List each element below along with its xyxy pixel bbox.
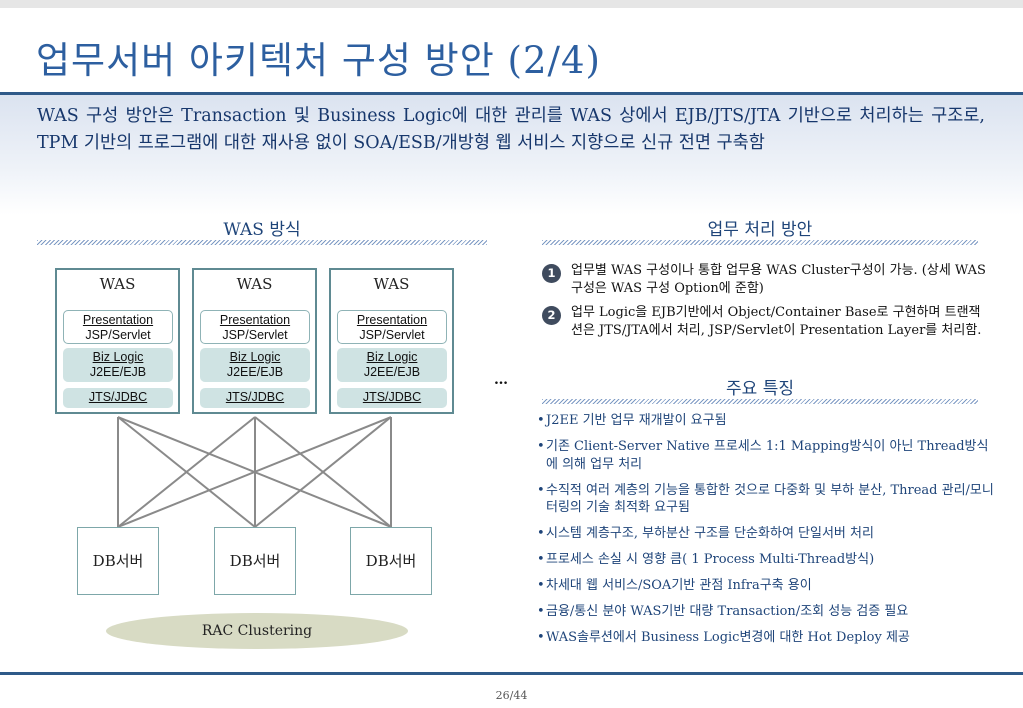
biz-logic-tier: Biz Logic J2EE/EJB bbox=[337, 348, 447, 382]
summary-background bbox=[0, 95, 1023, 215]
step-number-badge: 1 bbox=[542, 264, 561, 283]
presentation-tier: Presentation JSP/Servlet bbox=[63, 310, 173, 344]
was-method-divider bbox=[37, 240, 487, 245]
db-server-3: DB서버 bbox=[350, 527, 432, 595]
rac-clustering-ellipse: RAC Clustering bbox=[106, 613, 408, 649]
features-heading: 주요 특징 bbox=[726, 379, 794, 399]
was-label: WAS bbox=[373, 275, 410, 293]
step-number-badge: 2 bbox=[542, 306, 561, 325]
footer-rule bbox=[0, 672, 1023, 675]
list-item: 시스템 계층구조, 부하분산 구조를 단순화하여 단일서버 처리 bbox=[537, 525, 997, 543]
processing-heading: 업무 처리 방안 bbox=[707, 220, 813, 240]
jts-jdbc-tier: JTS/JDBC bbox=[63, 388, 173, 408]
presentation-tier: Presentation JSP/Servlet bbox=[200, 310, 310, 344]
jts-jdbc-tier: JTS/JDBC bbox=[337, 388, 447, 408]
page-title: 업무서버 아키텍처 구성 방안 (2/4) bbox=[36, 39, 601, 82]
summary-text: WAS 구성 방안은 Transaction 및 Business Logic에… bbox=[37, 106, 985, 153]
list-item: J2EE 기반 업무 재개발이 요구됨 bbox=[537, 412, 997, 430]
step-text: 업무별 WAS 구성이나 통합 업무용 WAS Cluster구성이 가능. (… bbox=[571, 263, 986, 296]
list-item: 기존 Client-Server Native 프로세스 1:1 Mapping… bbox=[537, 438, 997, 473]
biz-logic-tier: Biz Logic J2EE/EJB bbox=[63, 348, 173, 382]
top-band bbox=[0, 0, 1023, 8]
features-list: J2EE 기반 업무 재개발이 요구됨 기존 Client-Server Nat… bbox=[537, 412, 997, 655]
title-rule bbox=[0, 92, 1023, 95]
was-server-2: WAS Presentation JSP/Servlet Biz Logic J… bbox=[192, 268, 317, 414]
jts-jdbc-tier: JTS/JDBC bbox=[200, 388, 310, 408]
db-server-1: DB서버 bbox=[77, 527, 159, 595]
was-server-1: WAS Presentation JSP/Servlet Biz Logic J… bbox=[55, 268, 180, 414]
presentation-tier: Presentation JSP/Servlet bbox=[337, 310, 447, 344]
was-server-3: WAS Presentation JSP/Servlet Biz Logic J… bbox=[329, 268, 454, 414]
features-divider bbox=[542, 399, 978, 404]
list-item: 차세대 웹 서비스/SOA기반 관점 Infra구축 용이 bbox=[537, 577, 997, 595]
biz-logic-tier: Biz Logic J2EE/EJB bbox=[200, 348, 310, 382]
step-text: 업무 Logic을 EJB기반에서 Object/Container Base로… bbox=[571, 305, 982, 338]
db-server-2: DB서버 bbox=[214, 527, 296, 595]
was-label: WAS bbox=[236, 275, 273, 293]
more-servers-ellipsis: … bbox=[494, 372, 508, 388]
list-item: 수직적 여러 계층의 기능을 통합한 것으로 다중화 및 부하 분산, Thre… bbox=[537, 482, 997, 517]
was-label: WAS bbox=[99, 275, 136, 293]
list-item: WAS솔루션에서 Business Logic변경에 대한 Hot Deploy… bbox=[537, 629, 997, 647]
list-item: 금융/통신 분야 WAS기반 대량 Transaction/조회 성능 검증 필… bbox=[537, 603, 997, 621]
page-number: 26/44 bbox=[495, 689, 528, 702]
processing-divider bbox=[542, 240, 978, 245]
list-item: 프로세스 손실 시 영향 큼( 1 Process Multi-Thread방식… bbox=[537, 551, 997, 569]
was-method-heading: WAS 방식 bbox=[223, 220, 301, 240]
